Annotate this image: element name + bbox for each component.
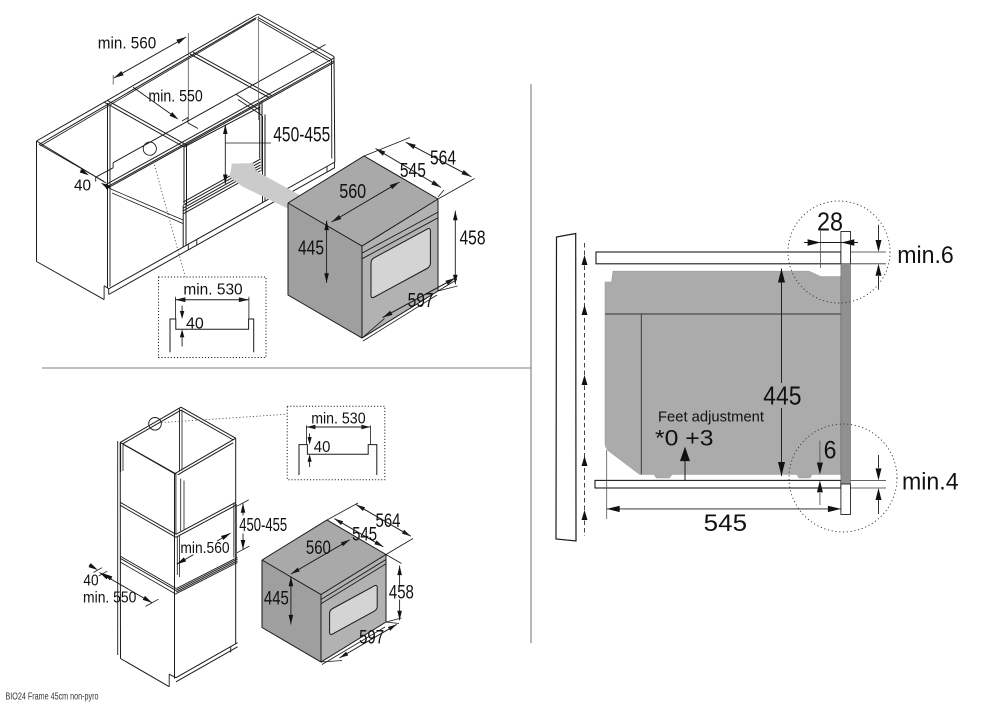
svg-text:min.4: min.4 [902,469,959,496]
svg-text:min. 560: min. 560 [98,35,157,53]
svg-text:445: 445 [763,380,801,410]
svg-text:min. 530: min. 530 [183,282,242,299]
svg-text:597: 597 [408,290,434,312]
svg-text:564: 564 [376,511,401,532]
svg-text:min. 550: min. 550 [148,88,202,106]
svg-text:min. 550: min. 550 [83,589,136,606]
svg-text:458: 458 [460,228,486,250]
svg-text:6: 6 [824,437,837,465]
svg-text:40: 40 [83,573,98,590]
svg-text:40: 40 [186,315,204,332]
svg-text:597: 597 [359,628,384,649]
svg-text:445: 445 [298,238,324,260]
svg-text:BIO24 Frame 45cm non-pyro: BIO24 Frame 45cm non-pyro [6,692,99,703]
svg-text:450-455: 450-455 [273,124,330,147]
svg-text:min.6: min.6 [897,242,954,269]
svg-text:445: 445 [264,588,289,609]
svg-text:458: 458 [389,583,414,604]
svg-text:564: 564 [430,148,456,170]
svg-text:545: 545 [352,525,377,546]
svg-text:min. 530: min. 530 [311,410,365,427]
svg-text:*0 +3: *0 +3 [655,426,714,451]
svg-text:40: 40 [314,439,331,456]
svg-text:450-455: 450-455 [239,515,287,535]
svg-text:min.560: min.560 [180,540,230,557]
svg-text:560: 560 [339,181,366,203]
svg-text:560: 560 [306,538,331,559]
svg-text:40: 40 [74,178,91,195]
svg-text:Feet adjustment: Feet adjustment [658,409,765,426]
svg-text:545: 545 [704,510,747,537]
svg-text:545: 545 [400,160,426,182]
